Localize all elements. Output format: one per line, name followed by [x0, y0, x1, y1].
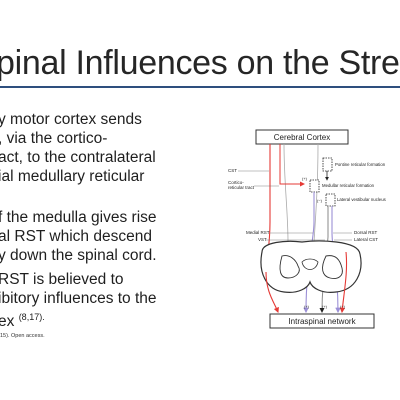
pontine-box [322, 157, 333, 172]
bullet-line: RST is believed to [0, 271, 124, 288]
pontine-label: Pontine reticular formation [335, 162, 386, 167]
cst-label: CST [228, 168, 237, 173]
cst-descending [265, 271, 279, 314]
bullet-line: ial medullary reticular [0, 168, 145, 185]
cortico-reticular-tract [279, 144, 305, 187]
lateral-cst-pathway [339, 251, 348, 314]
cortico-reticular-label: Cortico- reticular tract [228, 180, 255, 190]
bullet-medulla: f the medulla gives rise al RST which de… [0, 208, 157, 265]
bullet-motor-cortex: y motor cortex sends , via the cortico- … [0, 110, 156, 186]
vestibular-label: Lateral vestibular nucleus [337, 197, 386, 202]
minus-sign: (−) [317, 198, 323, 203]
figure-citation: 15). Open access. [0, 333, 45, 339]
cortico-label-line: Cortico- [228, 180, 244, 185]
grey-matter [279, 255, 300, 279]
vestibular-box [325, 193, 336, 207]
pathway-figure: Cerebral Cortex CST Cortico- reticular t… [228, 129, 386, 329]
plus-sign: (+) [304, 304, 310, 309]
cortico-label-line: reticular tract [228, 185, 255, 190]
bullet-line: al RST which descend [0, 228, 152, 245]
bullet-line: f the medulla gives rise [0, 209, 157, 226]
brainstem-outline [313, 143, 319, 243]
bullet-line: act, to the contralateral [0, 149, 156, 166]
bullet-line: ibitory influences to the [0, 290, 157, 307]
bullet-line: ex (8,17). [0, 308, 157, 331]
bullet-last-word: ex [0, 313, 15, 331]
medullar-box [309, 179, 320, 193]
bullet-line: y down the spinal cord. [0, 247, 157, 264]
medullar-label: Medullar reticular formation [322, 183, 375, 188]
cerebral-cortex-label: Cerebral Cortex [274, 133, 330, 142]
slide-title: pinal Influences on the Stretch R [0, 44, 400, 82]
vst-label: VST [258, 237, 267, 242]
intraspinal-box [269, 313, 375, 329]
minus-sign: (−) [340, 304, 346, 309]
intraspinal-label: Intraspinal network [288, 317, 356, 326]
title-underline [0, 86, 400, 88]
bullet-line: , via the cortico- [0, 130, 108, 147]
lateral-cst-label: Lateral CST [354, 237, 378, 242]
bullet-rst-inhibitory: RST is believed to ibitory influences to… [0, 270, 157, 331]
dorsal-rst-label: Dorsal RST [354, 230, 378, 235]
reference-numbers: (8,17). [18, 312, 45, 322]
brainstem-outline [283, 143, 289, 243]
central-canal [301, 258, 319, 270]
medial-rst-label: Medial RST [246, 230, 270, 235]
cerebral-cortex-box [255, 129, 349, 145]
plus-sign: (+) [322, 304, 328, 309]
bullet-line: y motor cortex sends [0, 111, 142, 128]
grey-matter [322, 255, 343, 279]
plus-sign: (+) [302, 176, 308, 181]
